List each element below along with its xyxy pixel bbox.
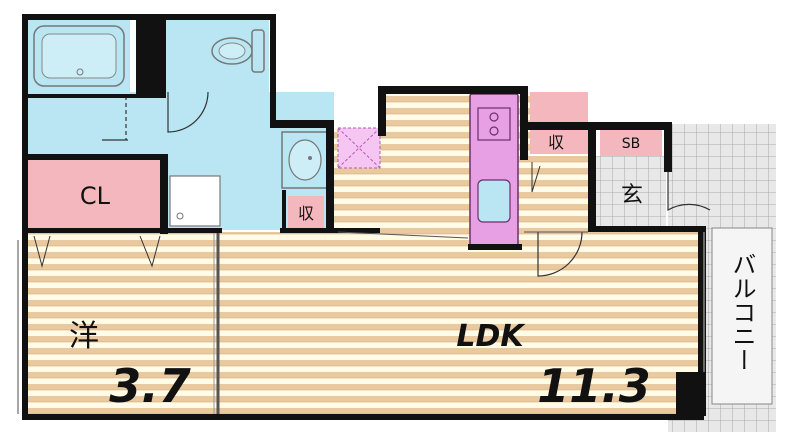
western-room-size: 3.7 <box>109 359 191 413</box>
balcony-label: バルコニー <box>728 252 756 372</box>
closet-label: CL <box>80 182 111 210</box>
toilet-seat <box>218 42 246 60</box>
storage-bath-area <box>288 196 324 228</box>
kitchen-sink <box>477 179 511 223</box>
shoebox-label: SB <box>622 136 641 152</box>
washroom-door <box>167 91 209 133</box>
kitchen-divider <box>337 231 469 239</box>
burner-2 <box>489 126 499 136</box>
shoebox-area <box>600 128 662 156</box>
fridge-space <box>337 127 381 169</box>
walls <box>22 14 706 420</box>
storage-door <box>531 162 541 193</box>
entrance-label: 玄 <box>621 183 643 208</box>
bathtub-drain <box>76 68 84 76</box>
western-room-label: 洋 <box>69 319 99 354</box>
wash-basin-bowl <box>288 139 322 181</box>
storage-kitchen-label: 収 <box>548 133 564 152</box>
ldk-door <box>537 231 583 277</box>
closet-area <box>26 160 164 228</box>
storage-bath-label: 収 <box>298 204 314 223</box>
washing-machine-space <box>169 175 221 227</box>
corridor-floor <box>528 156 596 232</box>
balcony-inner <box>711 227 773 405</box>
closet-door-2 <box>139 235 161 268</box>
bathtub-inner <box>41 33 117 79</box>
closet-door-1 <box>33 235 51 268</box>
ldk-floor <box>218 232 704 418</box>
washing-machine-drain <box>176 212 184 220</box>
burner-1 <box>489 112 499 122</box>
western-room-floor <box>22 232 218 418</box>
wash-basin-drain <box>308 156 312 160</box>
toilet-tank <box>251 29 265 73</box>
ldk-label: LDK <box>456 319 526 354</box>
entrance-area <box>596 156 666 230</box>
ldk-size: 11.3 <box>537 359 651 413</box>
entrance-door <box>667 168 711 212</box>
